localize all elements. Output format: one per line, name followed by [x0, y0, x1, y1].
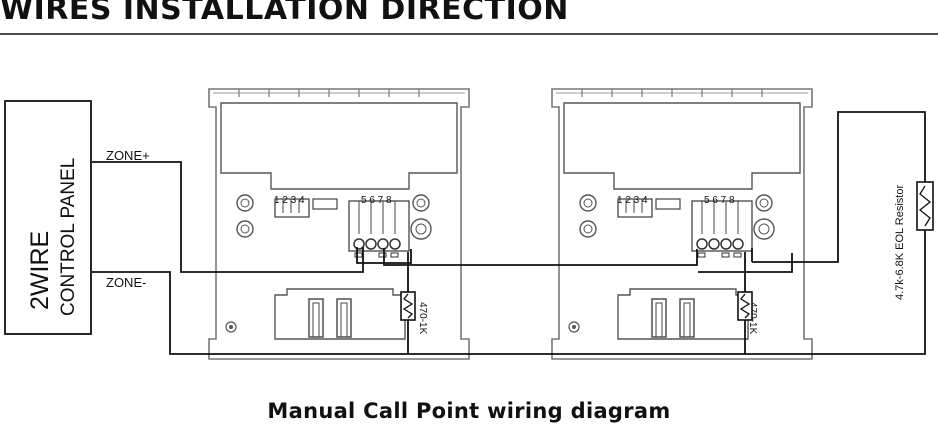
zone-plus-label: ZONE+ [106, 148, 150, 163]
zone-plus-wire [92, 111, 926, 273]
eol-resistor [916, 181, 934, 231]
zone-minus-label: ZONE- [106, 275, 146, 290]
resistor-device-1 [400, 291, 416, 321]
call-point-device-1: 1 2 3 4 5 6 7 8 470-1K [208, 88, 470, 360]
control-panel-line2: CONTROL PANEL [58, 158, 79, 316]
control-panel-line1: 2WIRE [26, 231, 54, 310]
device-1-terminals-right: 5 6 7 8 [361, 195, 392, 206]
device-2-terminals-left: 1 2 3 4 [617, 195, 648, 206]
device-1-terminals-left: 1 2 3 4 [274, 195, 305, 206]
resistor-device-2 [737, 291, 753, 321]
diagram-caption: Manual Call Point wiring diagram [267, 399, 671, 423]
call-point-device-2: 1 2 3 4 5 6 7 8 470-1K [551, 88, 813, 360]
device-2-terminals-right: 5 6 7 8 [704, 195, 735, 206]
zone-minus-wire [92, 230, 926, 355]
page-title: WIRES INSTALLATION DIRECTION [0, 0, 569, 27]
control-panel-box [4, 100, 92, 335]
eol-resistor-label: 4.7k-6.8K EOL Resistor [894, 185, 906, 300]
device-1-resistor-label: 470-1K [417, 302, 428, 335]
